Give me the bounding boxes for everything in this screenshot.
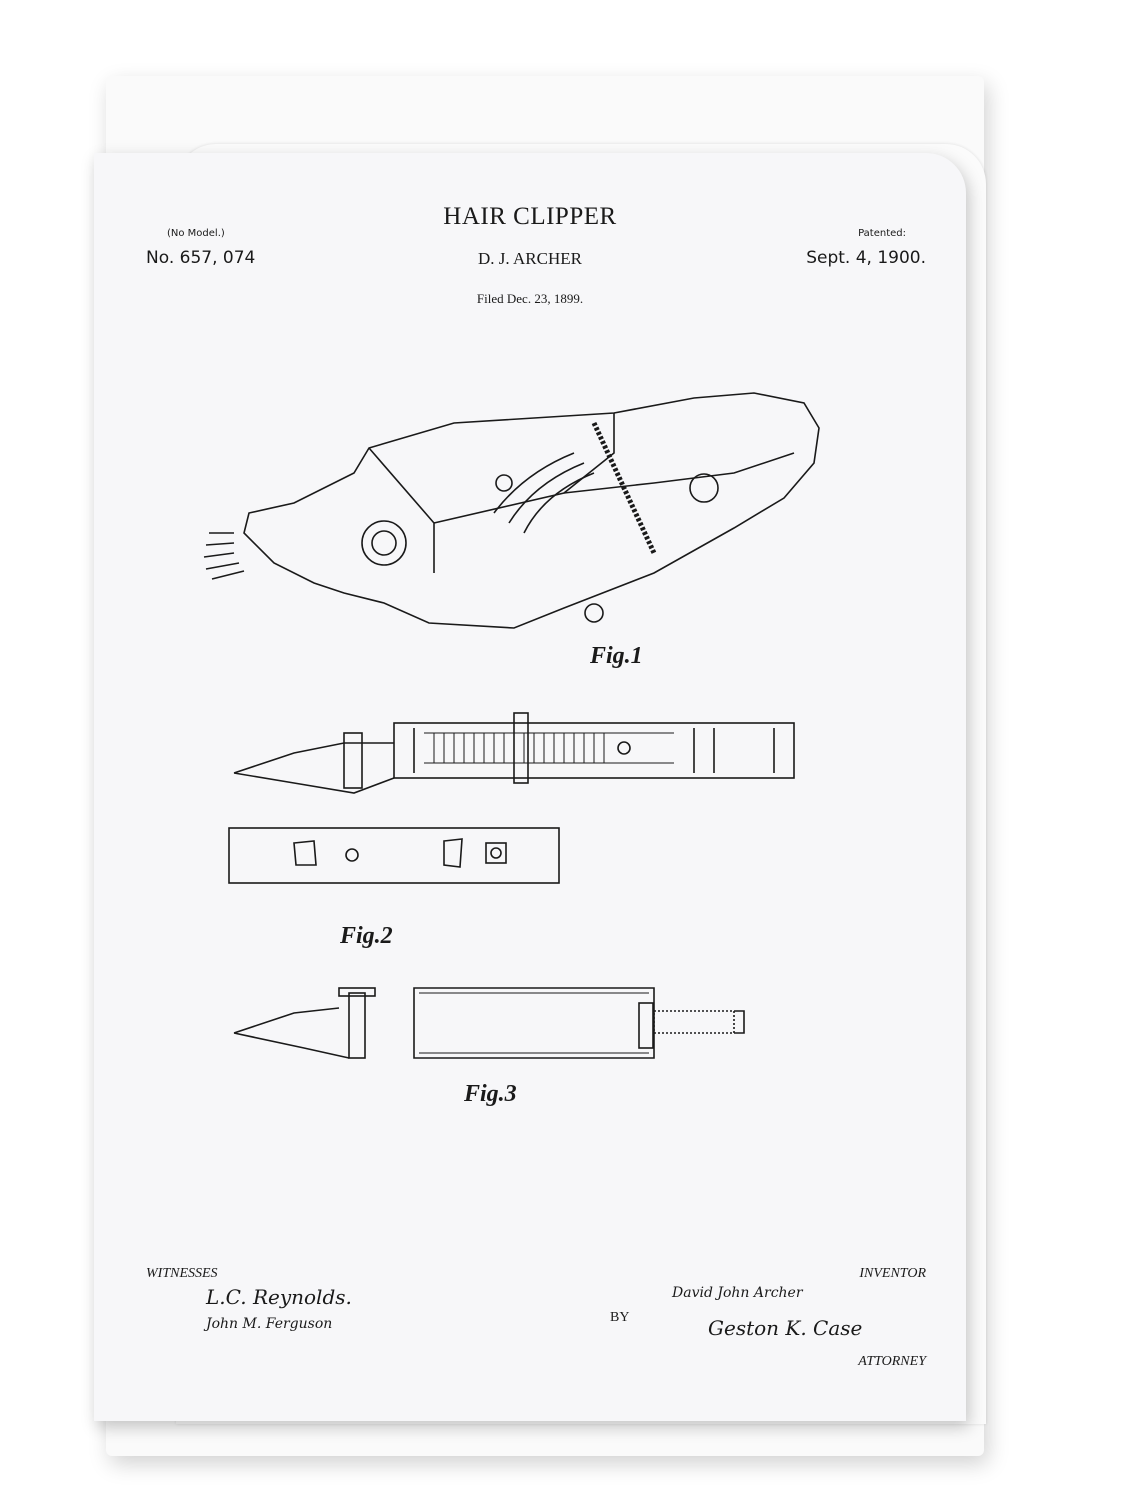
patent-drawings [203, 392, 820, 1059]
witnesses-label: WITNESSES [146, 1266, 218, 1281]
figure-3-label: Fig.3 [464, 1081, 517, 1107]
attorney-signature: Geston K. Case [708, 1316, 863, 1340]
figure-2-drawing [228, 827, 560, 884]
witness-signature-1: L.C. Reynolds. [206, 1285, 352, 1309]
patent-title: HAIR CLIPPER [443, 203, 617, 230]
inventor-signature: David John Archer [672, 1285, 803, 1301]
figure-2-label: Fig.2 [340, 923, 393, 949]
patent-date: Sept. 4, 1900. [806, 248, 926, 268]
figure-1-section-drawing [233, 712, 795, 794]
inventor-name: D. J. ARCHER [478, 249, 582, 268]
witness-signature-2: John M. Ferguson [206, 1316, 333, 1332]
patented-label: Patented: [858, 228, 906, 239]
figure-3-drawing [233, 987, 745, 1059]
attorney-label: ATTORNEY [858, 1354, 926, 1369]
by-label: BY [610, 1310, 630, 1325]
patent-number: No. 657, 074 [146, 248, 256, 268]
no-model-note: (No Model.) [167, 228, 225, 239]
figure-1-label: Fig.1 [590, 643, 643, 669]
filed-date: Filed Dec. 23, 1899. [476, 291, 584, 306]
inventor-label: INVENTOR [859, 1266, 926, 1281]
greeting-card-front: HAIR CLIPPER (No Model.) No. 657, 074 D.… [94, 153, 966, 1421]
figure-1-drawing [203, 392, 820, 629]
